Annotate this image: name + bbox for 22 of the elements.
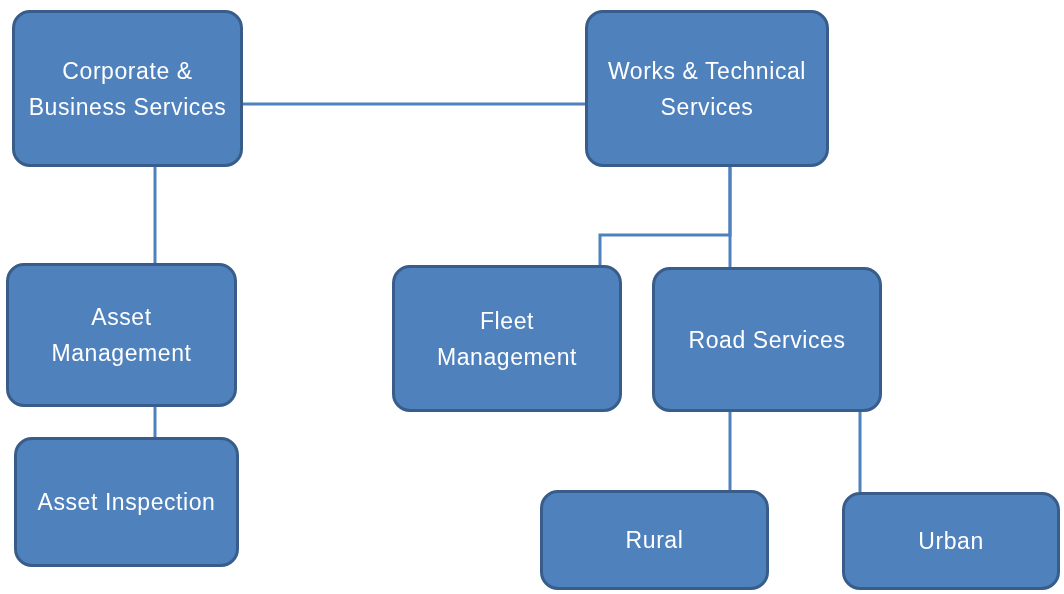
box-label: Road Services <box>688 325 846 355</box>
box-label: Rural <box>625 526 684 555</box>
connector-line <box>243 102 585 106</box>
org-box <box>540 490 769 590</box>
box-label: Asset Inspection <box>37 488 216 517</box>
connector-line <box>728 167 732 267</box>
org-box <box>14 437 239 567</box>
box-label: Works & Technical Services <box>606 56 808 122</box>
org-box <box>12 10 243 167</box>
connector-line <box>728 412 732 490</box>
box-label: Asset Management <box>50 303 193 368</box>
box-label: Urban <box>918 527 984 556</box>
org-box <box>842 492 1060 590</box>
org-box <box>652 267 882 412</box>
box-label: Fleet Management <box>436 306 578 372</box>
org-box <box>585 10 829 167</box>
connector-line <box>153 407 157 437</box>
connector-line <box>858 412 862 492</box>
box-label: Corporate & Business Services <box>27 56 228 122</box>
org-box <box>6 263 237 407</box>
org-box <box>392 265 622 412</box>
connector-line <box>153 167 157 263</box>
